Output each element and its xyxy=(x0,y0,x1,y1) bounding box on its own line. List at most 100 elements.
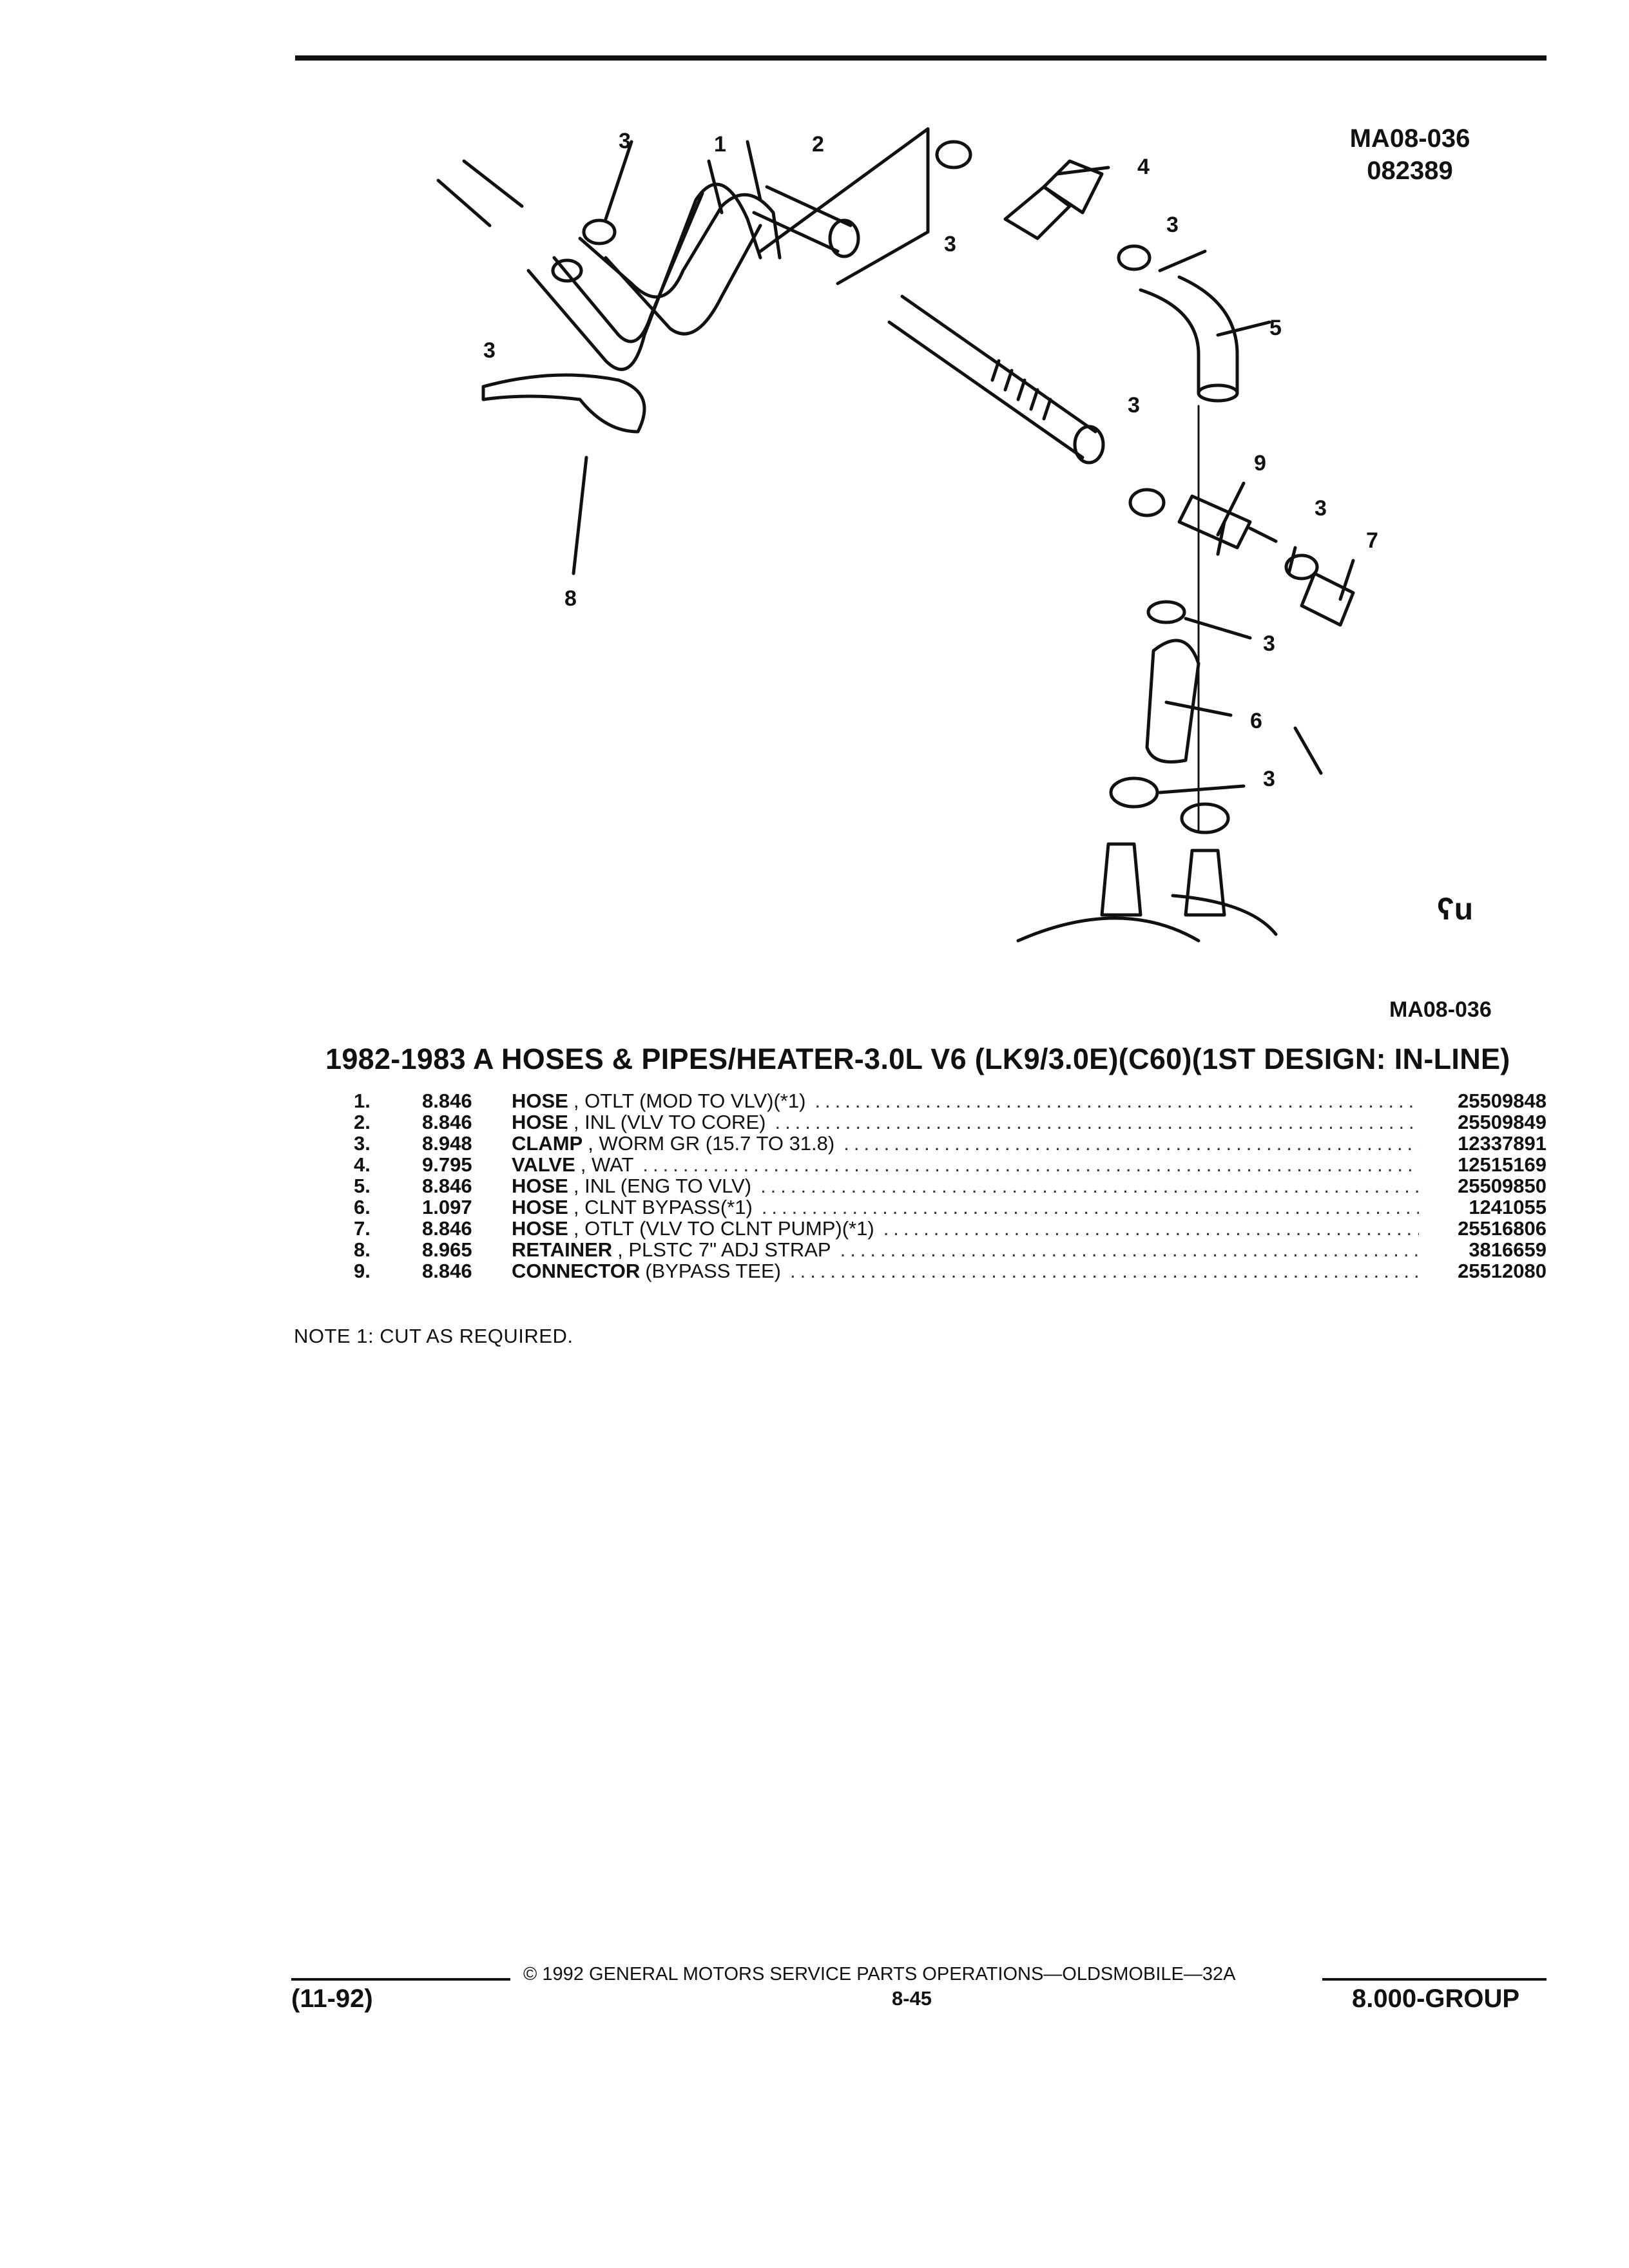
callout-8: 8 xyxy=(564,586,577,611)
part-number: 3. xyxy=(354,1132,371,1155)
part-number: 4. xyxy=(354,1153,371,1176)
part-group-code: 1.097 xyxy=(422,1196,472,1218)
callout-3-h: 3 xyxy=(1263,767,1275,791)
part-name: VALVE xyxy=(512,1153,575,1176)
part-group-code: 8.965 xyxy=(422,1238,472,1261)
page-number: 8-45 xyxy=(892,1987,932,2010)
callout-1: 1 xyxy=(714,132,726,157)
dot-leader xyxy=(843,1133,1419,1154)
part-catalog-number: 12515169 xyxy=(1458,1153,1547,1176)
part-name: HOSE xyxy=(512,1217,568,1240)
callout-3-g: 3 xyxy=(1263,631,1275,656)
gm-logo-mark: ʕu xyxy=(1437,892,1474,927)
part-description: VALVE, WAT 12515169 xyxy=(512,1154,1547,1175)
dot-leader xyxy=(760,1175,1419,1196)
part-catalog-number: 3816659 xyxy=(1469,1238,1547,1261)
revision-date: (11-92) xyxy=(291,1984,373,2013)
callout-6: 6 xyxy=(1250,709,1262,733)
parts-row: 9. 8.846 CONNECTOR(BYPASS TEE) 25512080 xyxy=(325,1260,1547,1282)
part-name: HOSE xyxy=(512,1111,568,1133)
part-description: CONNECTOR(BYPASS TEE) 25512080 xyxy=(512,1260,1547,1282)
parts-row: 2. 8.846 HOSE, INL (VLV TO CORE) 25509849 xyxy=(325,1111,1547,1133)
dot-leader xyxy=(642,1154,1419,1175)
copyright-text: © 1992 GENERAL MOTORS SERVICE PARTS OPER… xyxy=(523,1964,1236,1984)
parts-diagram: 3 1 2 3 4 3 5 3 3 9 3 7 3 6 3 8 xyxy=(436,127,1378,943)
part-detail: , WAT xyxy=(580,1153,634,1176)
callout-3-e: 3 xyxy=(1128,393,1140,418)
callout-5: 5 xyxy=(1269,316,1282,340)
part-group-code: 8.846 xyxy=(422,1217,472,1240)
part-number: 9. xyxy=(354,1260,371,1282)
part-number: 1. xyxy=(354,1090,371,1112)
part-detail: (BYPASS TEE) xyxy=(645,1260,781,1282)
dot-leader xyxy=(775,1111,1419,1133)
part-name: HOSE xyxy=(512,1175,568,1197)
part-number: 8. xyxy=(354,1238,371,1261)
part-number: 6. xyxy=(354,1196,371,1218)
part-group-code: 8.846 xyxy=(422,1175,472,1197)
part-detail: , INL (ENG TO VLV) xyxy=(573,1175,752,1197)
dot-leader xyxy=(815,1090,1419,1111)
part-name: CONNECTOR xyxy=(512,1260,641,1282)
part-description: HOSE, INL (ENG TO VLV) 25509850 xyxy=(512,1175,1547,1196)
section-title: 1982-1983 A HOSES & PIPES/HEATER-3.0L V6… xyxy=(325,1043,1510,1075)
part-name: HOSE xyxy=(512,1196,568,1218)
callout-3-d: 3 xyxy=(483,338,496,363)
parts-row: 1. 8.846 HOSE, OTLT (MOD TO VLV)(*1) 255098… xyxy=(325,1090,1547,1111)
dot-leader xyxy=(840,1239,1419,1260)
callout-3-a: 3 xyxy=(619,129,631,153)
callout-4: 4 xyxy=(1137,155,1150,179)
part-group-code: 9.795 xyxy=(422,1153,472,1176)
part-description: HOSE, OTLT (MOD TO VLV)(*1) 25509848 xyxy=(512,1090,1547,1111)
callout-9: 9 xyxy=(1254,451,1266,476)
callout-3-f: 3 xyxy=(1315,496,1327,521)
part-group-code: 8.948 xyxy=(422,1132,472,1155)
part-number: 2. xyxy=(354,1111,371,1133)
parts-row: 6. 1.097 HOSE, CLNT BYPASS(*1) 1241055 xyxy=(325,1196,1547,1218)
figure-id-caption: MA08-036 xyxy=(1389,997,1492,1022)
figure-date-code: 082389 xyxy=(1367,157,1453,185)
part-catalog-number: 1241055 xyxy=(1469,1196,1547,1218)
part-group-code: 8.846 xyxy=(422,1260,472,1282)
part-catalog-number: 25509848 xyxy=(1458,1090,1547,1112)
part-catalog-number: 25509850 xyxy=(1458,1175,1547,1197)
part-description: RETAINER, PLSTC 7" ADJ STRAP 3816659 xyxy=(512,1239,1547,1260)
callout-2: 2 xyxy=(812,132,824,157)
part-description: HOSE, OTLT (VLV TO CLNT PUMP)(*1) 2551680… xyxy=(512,1218,1547,1239)
part-description: HOSE, CLNT BYPASS(*1) 1241055 xyxy=(512,1196,1547,1218)
part-detail: , OTLT (MOD TO VLV)(*1) xyxy=(573,1090,806,1112)
group-label: 8.000-GROUP xyxy=(1352,1984,1520,2013)
part-detail: , PLSTC 7" ADJ STRAP xyxy=(617,1238,831,1261)
part-number: 7. xyxy=(354,1217,371,1240)
part-catalog-number: 25516806 xyxy=(1458,1217,1547,1240)
dot-leader xyxy=(883,1218,1419,1239)
figure-id-header: MA08-036 082389 xyxy=(1339,122,1481,187)
part-group-code: 8.846 xyxy=(422,1090,472,1112)
callout-3-c: 3 xyxy=(1166,213,1179,237)
parts-row: 7. 8.846 HOSE, OTLT (VLV TO CLNT PUMP)(*1)… xyxy=(325,1218,1547,1239)
part-catalog-number: 25509849 xyxy=(1458,1111,1547,1133)
callout-3-b: 3 xyxy=(944,232,956,256)
part-detail: , CLNT BYPASS(*1) xyxy=(573,1196,753,1218)
part-name: CLAMP xyxy=(512,1132,583,1155)
part-name: HOSE xyxy=(512,1090,568,1112)
part-catalog-number: 25512080 xyxy=(1458,1260,1547,1282)
callout-7: 7 xyxy=(1366,528,1378,553)
part-detail: , OTLT (VLV TO CLNT PUMP)(*1) xyxy=(573,1217,874,1240)
figure-id: MA08-036 xyxy=(1349,124,1470,153)
dot-leader xyxy=(790,1260,1419,1282)
top-rule xyxy=(295,55,1547,61)
part-number: 5. xyxy=(354,1175,371,1197)
footer-rule-left xyxy=(291,1978,510,1981)
part-catalog-number: 12337891 xyxy=(1458,1132,1547,1155)
part-detail: , INL (VLV TO CORE) xyxy=(573,1111,766,1133)
parts-row: 4. 9.795 VALVE, WAT 12515169 xyxy=(325,1154,1547,1175)
parts-row: 8. 8.965 RETAINER, PLSTC 7" ADJ STRAP 38166… xyxy=(325,1239,1547,1260)
part-name: RETAINER xyxy=(512,1238,613,1261)
dot-leader xyxy=(762,1196,1419,1218)
part-group-code: 8.846 xyxy=(422,1111,472,1133)
part-description: HOSE, INL (VLV TO CORE) 25509849 xyxy=(512,1111,1547,1133)
parts-row: 5. 8.846 HOSE, INL (ENG TO VLV) 25509850 xyxy=(325,1175,1547,1196)
